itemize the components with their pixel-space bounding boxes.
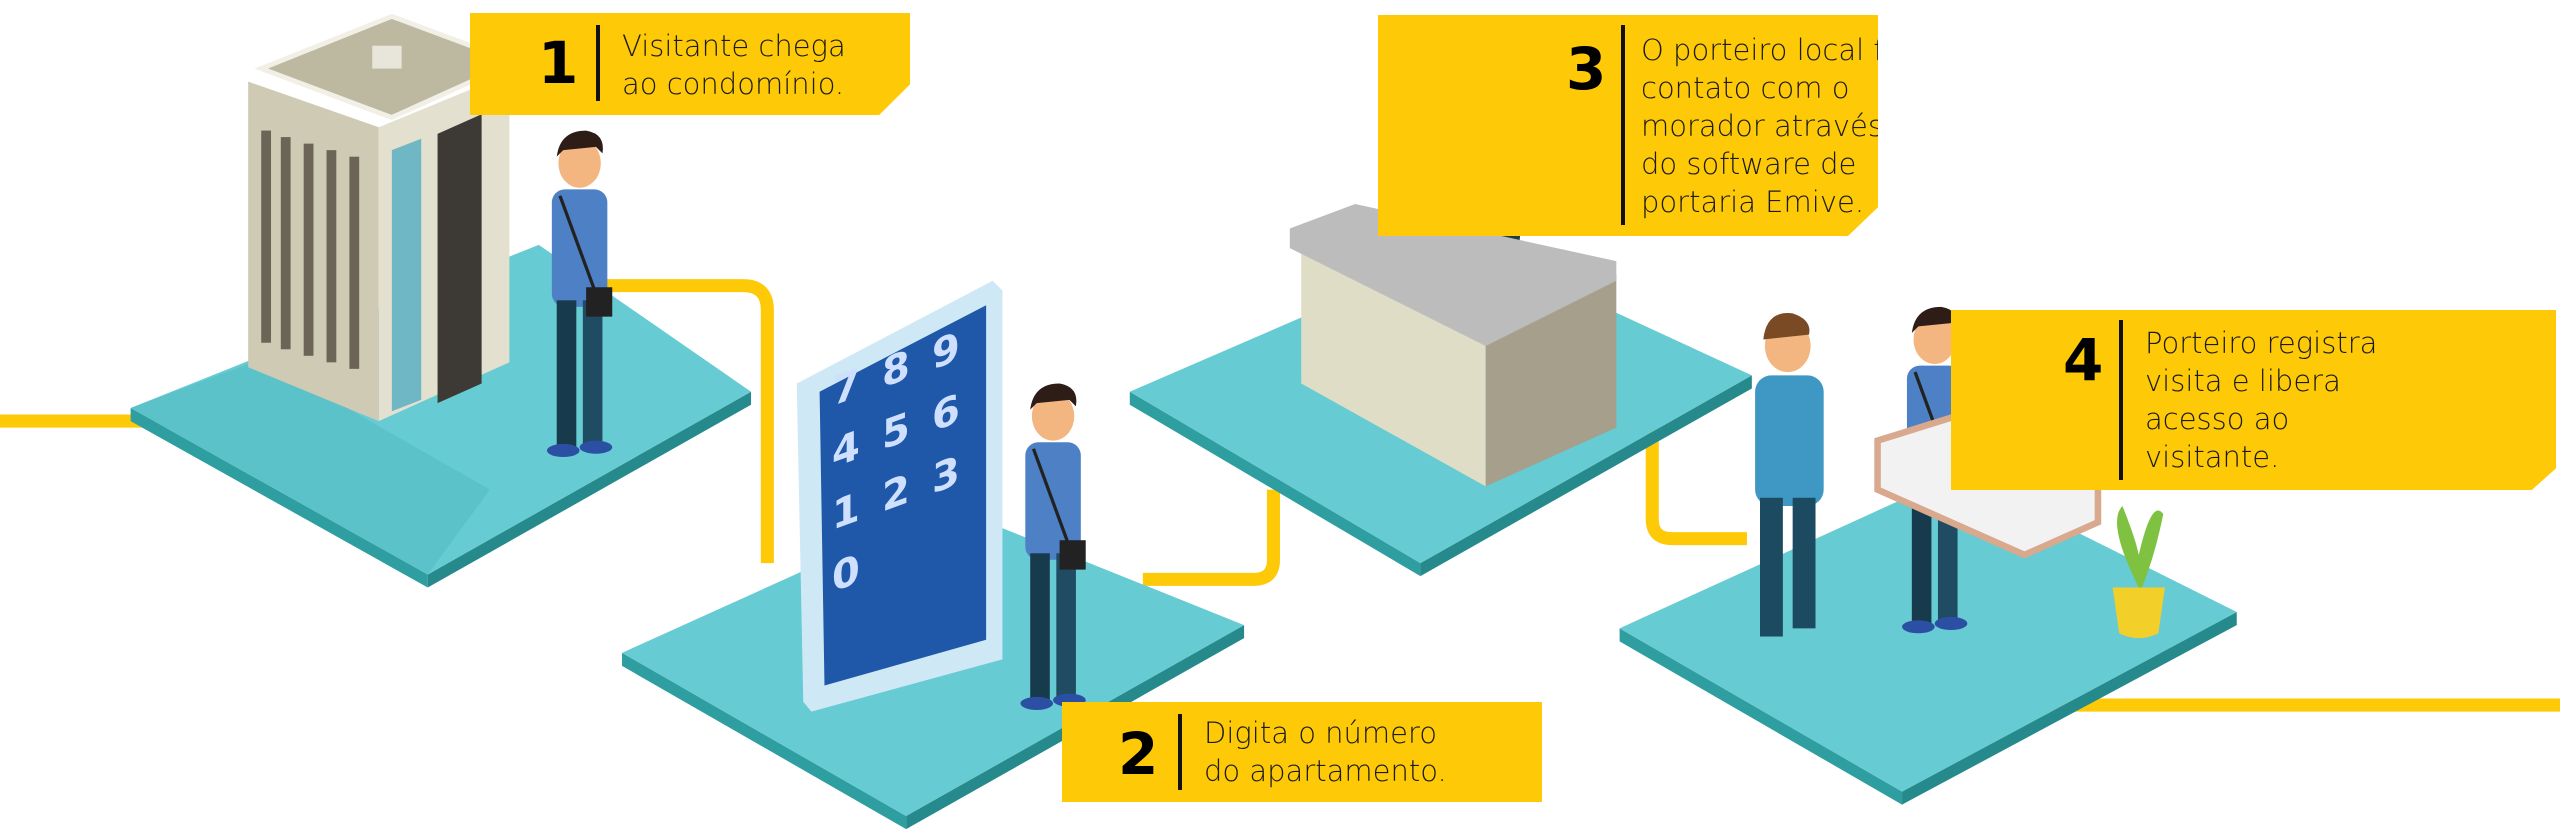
step-2-callout: 2 Digita o número do apartamento. xyxy=(1062,702,1542,802)
text-line: acesso ao xyxy=(2145,402,2290,436)
step-3-callout: 3 O porteiro local faz contato com o mor… xyxy=(1378,15,1878,236)
step-number: 4 xyxy=(2063,326,2104,394)
text-line: portaria Emive. xyxy=(1641,185,1865,219)
platform-4 xyxy=(1619,473,2237,805)
resident-figure xyxy=(1755,313,1824,637)
keypad-key: 1 xyxy=(832,483,860,540)
divider xyxy=(1178,714,1182,790)
keypad-key: 0 xyxy=(832,545,860,602)
step-number: 2 xyxy=(1118,720,1159,788)
text-line: O porteiro local faz xyxy=(1641,33,1917,67)
step-number: 3 xyxy=(1566,35,1607,103)
step-description: Digita o número do apartamento. xyxy=(1204,714,1447,790)
keypad-key: 3 xyxy=(932,447,960,504)
keypad-key: 4 xyxy=(832,421,860,478)
text-line: do apartamento. xyxy=(1204,754,1447,788)
step-1-callout: 1 Visitante chega ao condomínio. xyxy=(470,13,910,115)
keypad-keys: 7 8 9 4 5 6 1 2 3 0 xyxy=(832,323,982,602)
step-number: 1 xyxy=(538,29,579,97)
text-line: contato com o xyxy=(1641,71,1850,105)
potted-plant xyxy=(2112,505,2165,639)
text-line: Visitante chega xyxy=(622,29,846,63)
divider xyxy=(596,25,600,101)
text-line: Digita o número xyxy=(1204,716,1438,750)
divider xyxy=(2119,320,2123,480)
keypad-key: 2 xyxy=(882,465,910,522)
step-description: Porteiro registra visita e libera acesso… xyxy=(2145,324,2377,476)
keypad-device xyxy=(796,280,1003,712)
text-line: Porteiro registra xyxy=(2145,326,2378,360)
keypad-key: 6 xyxy=(932,385,960,442)
step-description: Visitante chega ao condomínio. xyxy=(622,27,846,103)
text-line: visitante. xyxy=(2145,440,2280,474)
text-line: visita e libera xyxy=(2145,364,2341,398)
divider xyxy=(1621,25,1625,225)
text-line: do software de xyxy=(1641,147,1857,181)
text-line: morador através xyxy=(1641,109,1883,143)
text-line: ao condomínio. xyxy=(622,67,845,101)
step-4-callout: 4 Porteiro registra visita e libera aces… xyxy=(1951,310,2556,490)
keypad-key: 5 xyxy=(882,403,910,460)
step-description: O porteiro local faz contato com o morad… xyxy=(1641,31,1917,221)
